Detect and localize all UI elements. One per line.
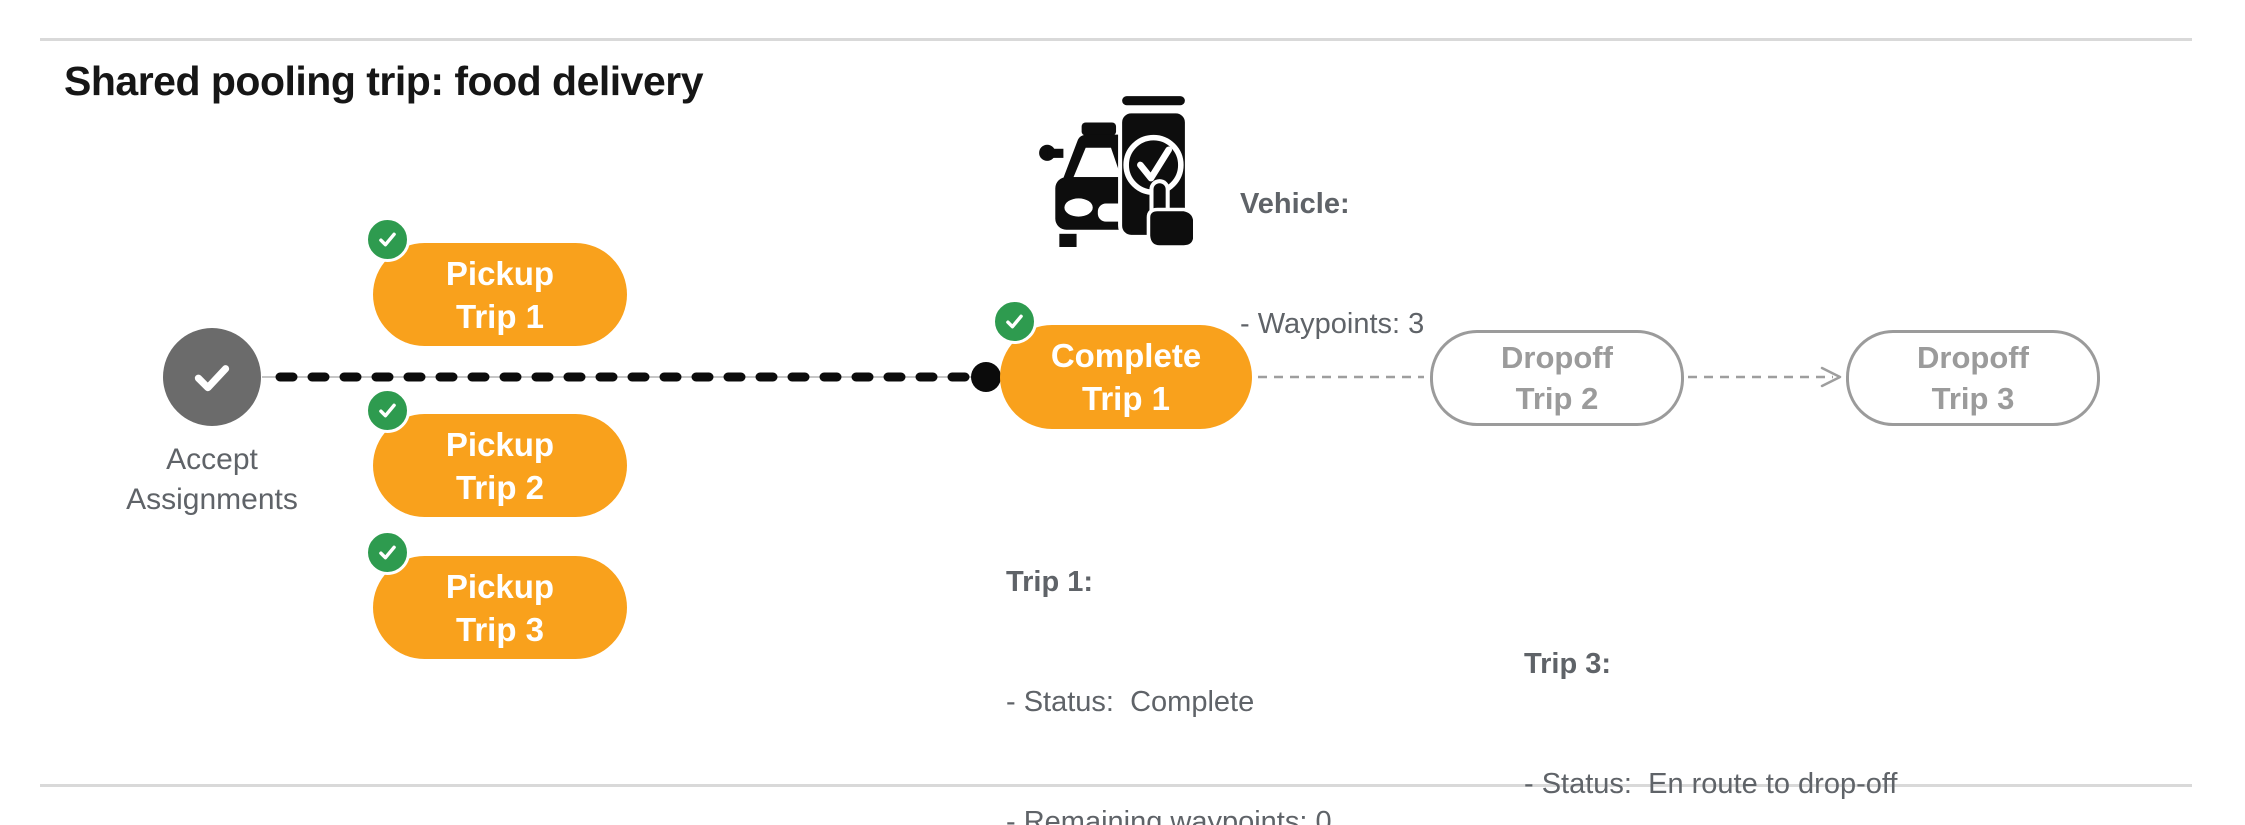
node-label-line2: Trip 3	[1931, 381, 2015, 416]
node-label-line1: Pickup	[445, 425, 555, 463]
node-label-line2: Trip 2	[1515, 381, 1599, 416]
trip-status-block-3: Trip 3: - Status: En route to drop-off -…	[1524, 564, 1897, 825]
trip1-status: - Status: Complete	[1006, 686, 1255, 718]
node-pickup-trip-2: Pickup Trip 2	[365, 388, 627, 517]
accept-label-line1: Accept	[166, 443, 258, 476]
node-dropoff-trip-3: Dropoff Trip 3	[1846, 330, 2100, 426]
check-badge	[365, 217, 410, 262]
trip-status-block-1-2: Trip 1: - Status: Complete - Remaining w…	[1006, 482, 1379, 825]
node-label-line2: Trip 1	[455, 297, 545, 335]
hand-icon	[1146, 179, 1193, 248]
accept-assignments-label: Accept Assignments	[62, 440, 362, 520]
top-divider	[40, 38, 2192, 41]
node-label-line1: Dropoff	[1917, 340, 2029, 375]
node-pickup-trip-1: Pickup Trip 1	[365, 217, 627, 346]
node-label-line1: Pickup	[445, 254, 555, 292]
vehicle-info: Vehicle: - Waypoints: 3	[1240, 104, 1424, 424]
check-icon	[379, 232, 396, 247]
check-icon	[1006, 314, 1023, 329]
arrowhead-icon	[1820, 366, 1842, 388]
accept-assignments-node	[163, 328, 261, 426]
trip1-title: Trip 1:	[1006, 566, 1094, 598]
trip1-waypoints: - Remaining waypoints: 0	[1006, 806, 1332, 825]
node-label-line2: Trip 3	[455, 610, 545, 648]
node-label-line1: Complete	[1050, 337, 1202, 374]
node-label-line2: Trip 1	[1081, 380, 1171, 417]
page-title: Shared pooling trip: food delivery	[64, 58, 704, 104]
check-badge	[992, 299, 1037, 344]
node-complete-trip-1: Complete Trip 1	[992, 299, 1252, 429]
trip3-status: - Status: En route to drop-off	[1524, 768, 1898, 800]
node-label-line1: Pickup	[445, 567, 555, 605]
bottom-divider	[40, 784, 2192, 787]
check-icon	[379, 403, 396, 418]
check-badge	[365, 388, 410, 433]
vehicle-waypoints: - Waypoints: 3	[1240, 308, 1425, 340]
check-icon	[1137, 146, 1172, 182]
check-icon	[379, 545, 396, 560]
phone-icon	[1118, 92, 1189, 239]
node-label-line2: Trip 2	[455, 468, 545, 506]
trip3-title: Trip 3:	[1524, 648, 1612, 680]
check-icon	[194, 365, 230, 392]
check-badge	[365, 530, 410, 575]
node-label-line1: Dropoff	[1501, 340, 1613, 375]
accept-label-line2: Assignments	[126, 483, 298, 516]
node-pickup-trip-3: Pickup Trip 3	[365, 530, 627, 659]
node-dropoff-trip-2: Dropoff Trip 2	[1430, 330, 1684, 426]
vehicle-label: Vehicle:	[1240, 188, 1350, 220]
current-position-dot	[971, 362, 1001, 392]
vehicle-phone-check-icon	[1039, 92, 1193, 248]
